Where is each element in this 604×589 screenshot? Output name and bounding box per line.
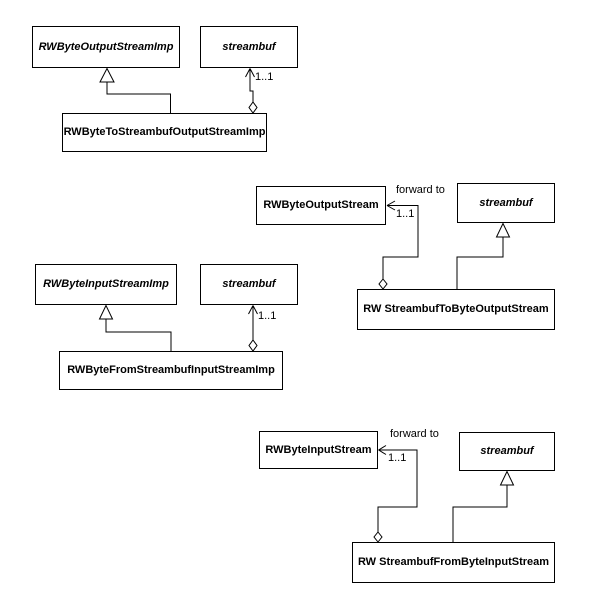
class-box-streambuf-midright: streambuf (457, 183, 555, 223)
inheritance-triangle-icon (495, 222, 511, 238)
aggregation-diamond-icon (248, 339, 258, 352)
class-box-rwbyteinputstream: RWByteInputStream (259, 431, 378, 469)
aggregation-connector (245, 68, 258, 114)
class-box-streambuf-top: streambuf (200, 26, 298, 68)
inheritance-triangle-icon (98, 304, 114, 320)
inheritance-connector (452, 470, 515, 542)
class-box-streambuf-bottom: streambuf (459, 432, 555, 471)
open-arrowhead-icon (378, 445, 387, 455)
open-arrowhead-icon (248, 305, 258, 315)
inheritance-connector (98, 304, 172, 351)
forward-to-label-bottom: forward to (390, 428, 439, 440)
inheritance-triangle-icon (499, 470, 515, 486)
forward-to-connector (373, 445, 418, 543)
open-arrowhead-icon (245, 68, 255, 78)
aggregation-connector (248, 305, 258, 352)
class-box-rwstreambuffrombyteinputstream: RW StreambufFromByteInputStream (352, 542, 555, 583)
forward-to-label-mid: forward to (396, 184, 445, 196)
aggregation-diamond-icon (378, 278, 388, 290)
aggregation-diamond-icon (373, 531, 383, 543)
multiplicity-label-bottom: 1..1 (388, 452, 407, 464)
multiplicity-label-mid: 1..1 (396, 208, 415, 220)
class-box-rwbyteoutputstreamimp: RWByteOutputStreamImp (32, 26, 180, 68)
aggregation-diamond-icon (248, 101, 258, 114)
open-arrowhead-icon (386, 200, 396, 211)
class-box-rwbytetostreambufoutputstreamimp: RWByteToStreambufOutputStreamImp (62, 113, 267, 152)
inheritance-connector (456, 222, 511, 289)
multiplicity-label-top: 1..1 (255, 71, 274, 83)
class-box-rwbyteoutputstream: RWByteOutputStream (256, 186, 386, 225)
class-box-rwbyteinputstreamimp: RWByteInputStreamImp (35, 264, 177, 305)
inheritance-connector (99, 67, 171, 113)
class-box-rwstreambuftobyteoutputstream: RW StreambufToByteOutputStream (357, 289, 555, 330)
multiplicity-label-midleft: 1..1 (258, 310, 277, 322)
class-box-streambuf-midleft: streambuf (200, 264, 298, 305)
inheritance-triangle-icon (99, 67, 115, 83)
class-box-rwbytefromstreambufinputstreamimp: RWByteFromStreambufInputStreamImp (59, 351, 283, 390)
